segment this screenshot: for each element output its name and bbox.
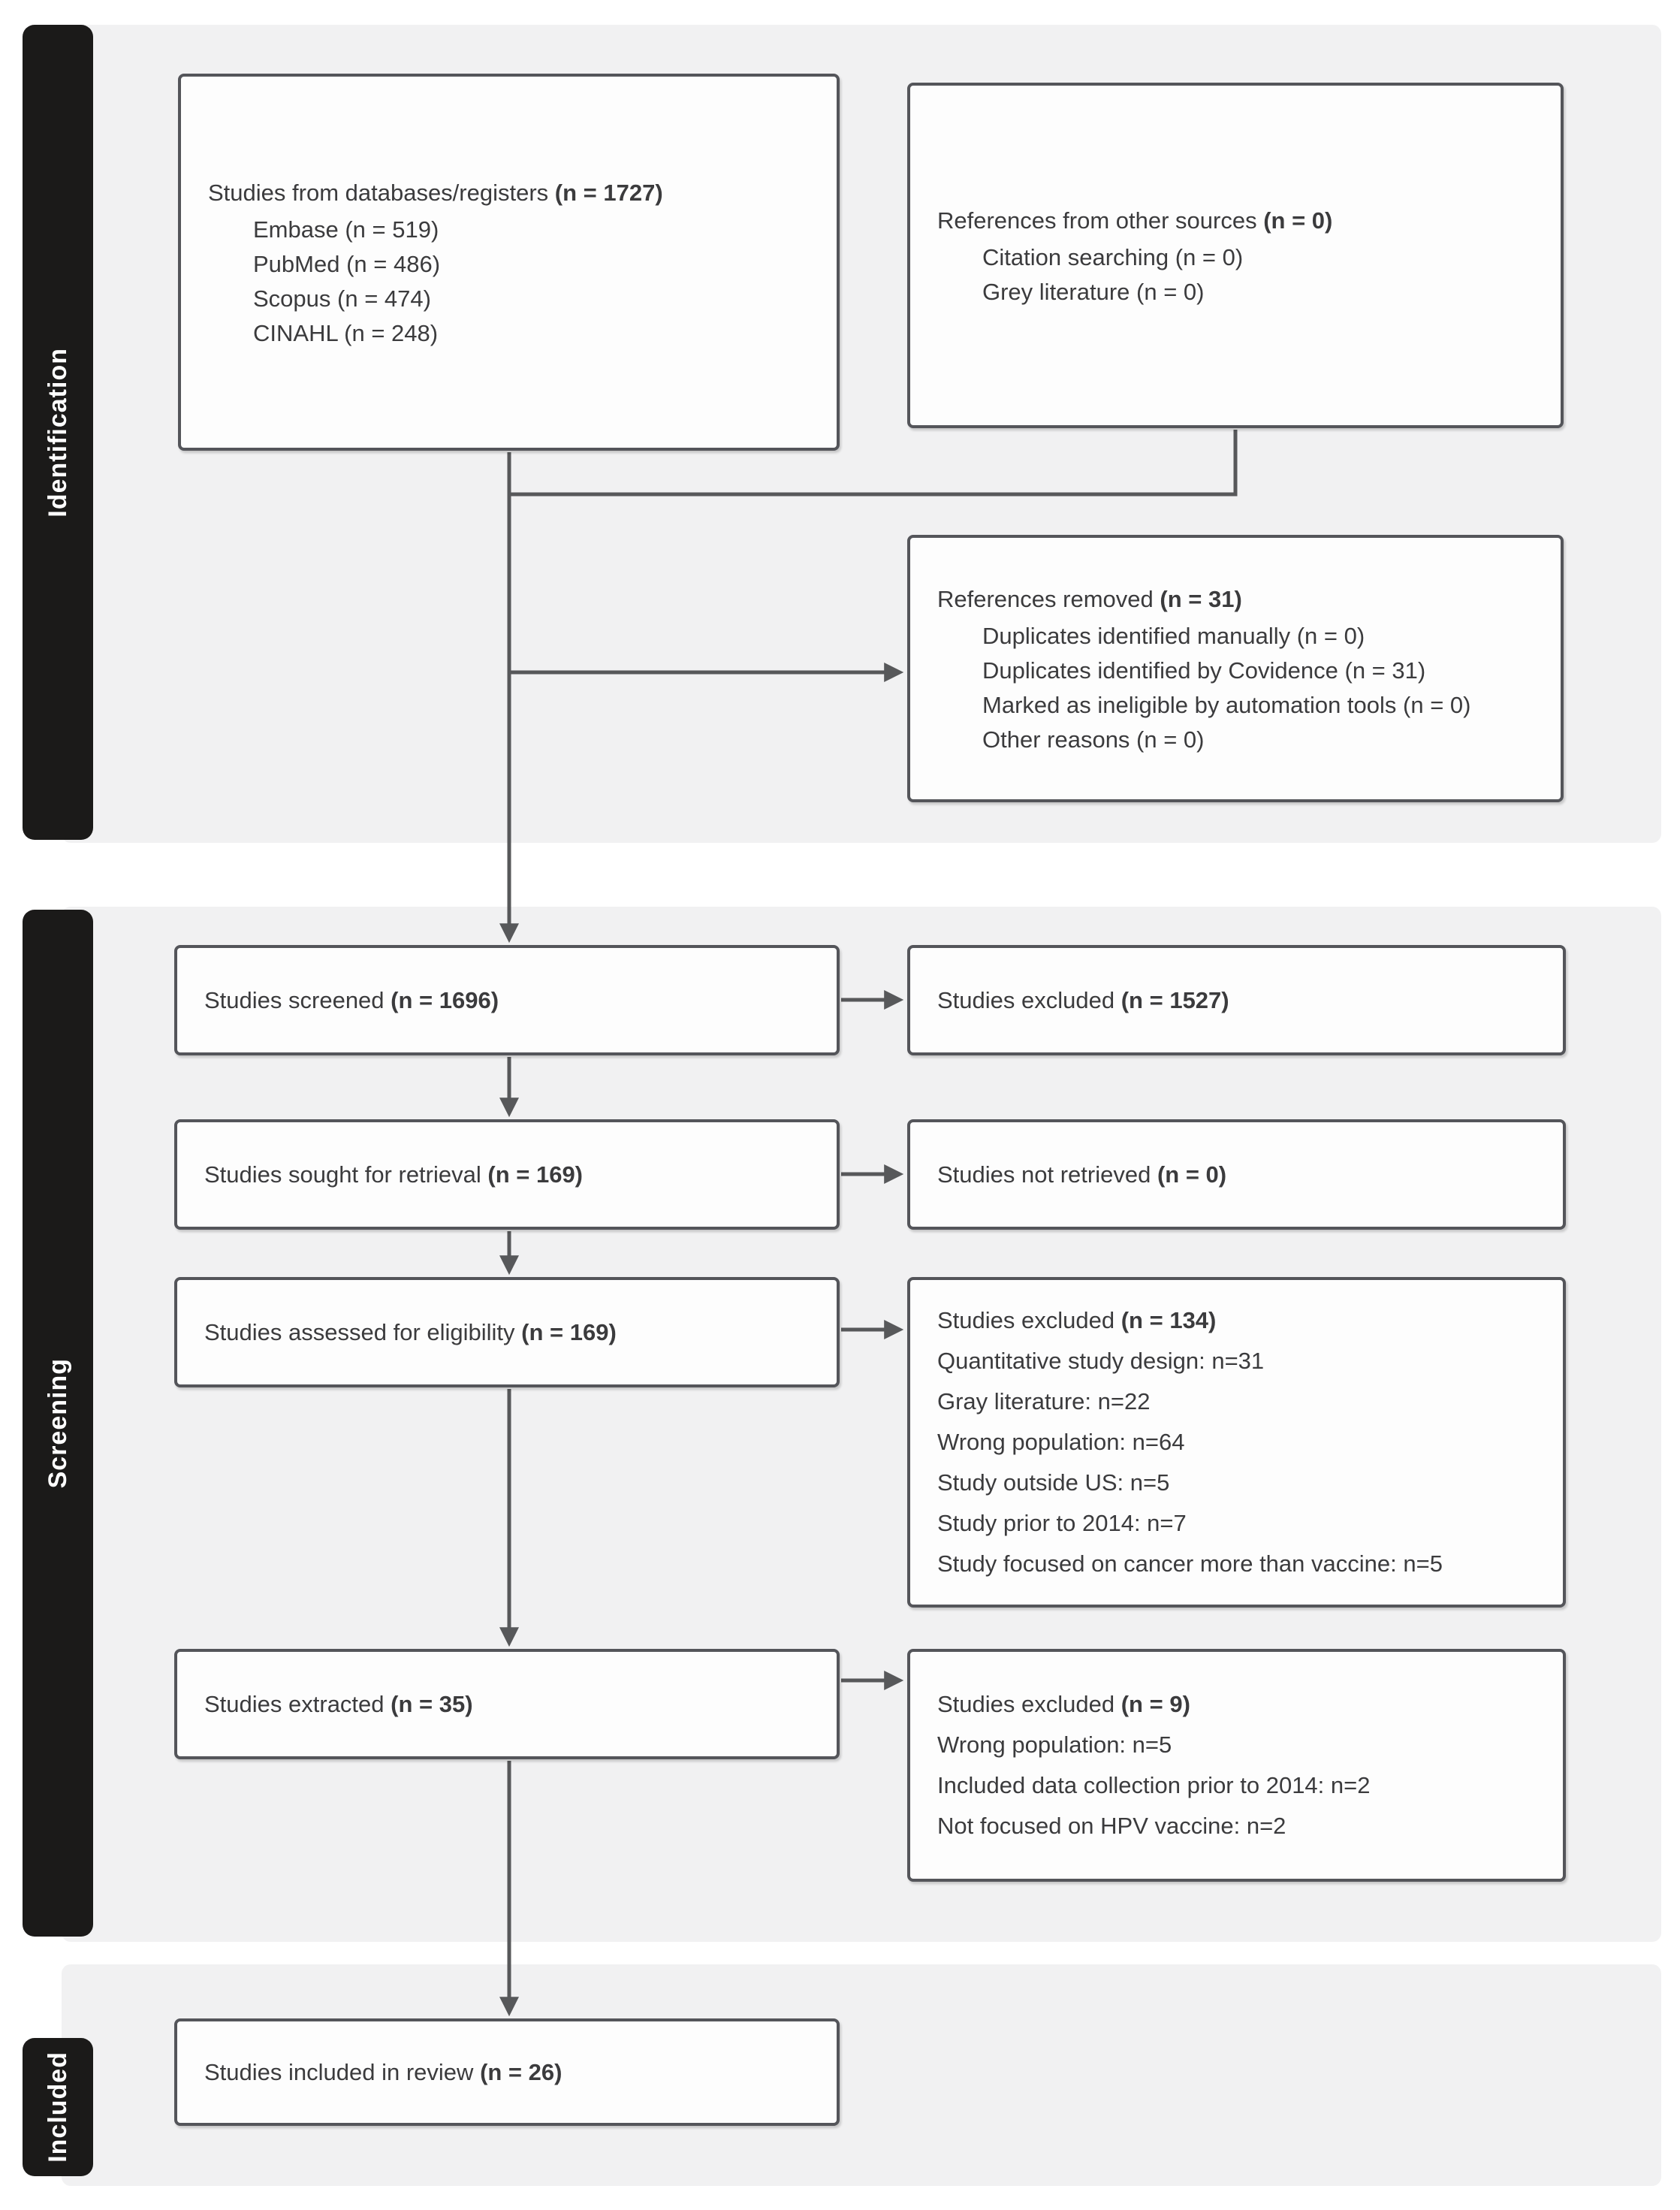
box-title-text: Studies assessed for eligibility [204, 1318, 515, 1345]
box-item: CINAHL (n = 248) [253, 320, 439, 346]
box-title: Studies extracted (n = 35) [204, 1685, 816, 1724]
box-title: Studies excluded (n = 134) [937, 1300, 1542, 1341]
box-title: References removed (n = 31) [937, 580, 1540, 619]
box-title: Studies included in review (n = 26) [204, 2053, 816, 2092]
stage-pill-screening: Screening [23, 910, 93, 1937]
exclusion-reason: Quantitative study design: n=31 [937, 1348, 1265, 1374]
box-studies-excluded-screening: Studies excluded (n = 1527) [907, 945, 1566, 1055]
box-studies-screened: Studies screened (n = 1696) [174, 945, 840, 1055]
connector-merge-other-sources [509, 430, 1238, 497]
box-title: Studies sought for retrieval (n = 169) [204, 1155, 816, 1194]
exclusion-reason: Wrong population: n=5 [937, 1731, 1172, 1758]
box-studies-excluded-extraction: Studies excluded (n = 9) Wrong populatio… [907, 1649, 1566, 1882]
box-title: References from other sources (n = 0) [937, 201, 1540, 240]
box-count: (n = 1696) [391, 986, 499, 1013]
box-item: Embase (n = 519) [253, 216, 439, 243]
box-item: Duplicates identified manually (n = 0) [982, 623, 1365, 649]
box-title-text: Studies screened [204, 986, 385, 1013]
box-references-other-sources: References from other sources (n = 0) Ci… [907, 83, 1564, 428]
exclusion-reason: Study prior to 2014: n=7 [937, 1510, 1187, 1536]
box-title: Studies assessed for eligibility (n = 16… [204, 1313, 816, 1352]
stage-pill-included: Included [23, 2038, 93, 2176]
box-count: (n = 1527) [1121, 986, 1229, 1013]
box-count: (n = 169) [521, 1318, 617, 1345]
box-studies-sought-retrieval: Studies sought for retrieval (n = 169) [174, 1119, 840, 1230]
stage-label-included: Included [43, 2051, 72, 2163]
box-studies-excluded-eligibility: Studies excluded (n = 134) Quantitative … [907, 1277, 1566, 1608]
exclusion-reason: Not focused on HPV vaccine: n=2 [937, 1813, 1286, 1839]
box-studies-extracted: Studies extracted (n = 35) [174, 1649, 840, 1759]
exclusion-reason: Gray literature: n=22 [937, 1388, 1151, 1414]
exclusion-reason: Study focused on cancer more than vaccin… [937, 1550, 1443, 1577]
stage-label-identification: Identification [43, 347, 72, 518]
box-item: Duplicates identified by Covidence (n = … [982, 657, 1426, 684]
box-count: (n = 35) [391, 1690, 473, 1717]
box-count: (n = 134) [1121, 1307, 1217, 1333]
box-title-text: Studies included in review [204, 2058, 474, 2085]
box-item: Other reasons (n = 0) [982, 726, 1205, 753]
box-title-text: References removed [937, 586, 1154, 612]
box-studies-included-review: Studies included in review (n = 26) [174, 2018, 840, 2126]
box-title-text: Studies extracted [204, 1690, 385, 1717]
box-count: (n = 0) [1157, 1161, 1227, 1188]
box-item: Grey literature (n = 0) [982, 279, 1205, 305]
box-count: (n = 1727) [554, 180, 663, 206]
exclusion-reason: Included data collection prior to 2014: … [937, 1772, 1371, 1798]
box-title-text: Studies excluded [937, 1691, 1115, 1717]
box-title: Studies from databases/registers (n = 17… [208, 174, 816, 213]
box-title-text: Studies excluded [937, 1307, 1115, 1333]
box-title-text: Studies excluded [937, 986, 1115, 1013]
box-count: (n = 9) [1121, 1691, 1190, 1717]
box-title-text: References from other sources [937, 207, 1257, 234]
box-item: Marked as ineligible by automation tools… [982, 692, 1471, 718]
exclusion-reason: Study outside US: n=5 [937, 1469, 1170, 1496]
box-count: (n = 26) [480, 2058, 563, 2085]
box-title: Studies screened (n = 1696) [204, 981, 816, 1020]
exclusion-reason: Wrong population: n=64 [937, 1429, 1185, 1455]
box-item: PubMed (n = 486) [253, 251, 441, 277]
box-title-text: Studies not retrieved [937, 1161, 1151, 1188]
box-count: (n = 0) [1263, 207, 1333, 234]
box-item: Scopus (n = 474) [253, 285, 431, 312]
box-title-text: Studies from databases/registers [208, 180, 549, 206]
stage-label-screening: Screening [43, 1357, 72, 1489]
box-title-text: Studies sought for retrieval [204, 1161, 481, 1188]
box-count: (n = 31) [1160, 586, 1242, 612]
box-title: Studies not retrieved (n = 0) [937, 1155, 1542, 1194]
box-item: Citation searching (n = 0) [982, 244, 1244, 270]
box-studies-from-databases: Studies from databases/registers (n = 17… [178, 74, 840, 451]
stage-pill-identification: Identification [23, 25, 93, 840]
box-title: Studies excluded (n = 9) [937, 1684, 1542, 1725]
box-studies-assessed-eligibility: Studies assessed for eligibility (n = 16… [174, 1277, 840, 1387]
box-references-removed: References removed (n = 31) Duplicates i… [907, 535, 1564, 802]
box-studies-not-retrieved: Studies not retrieved (n = 0) [907, 1119, 1566, 1230]
box-title: Studies excluded (n = 1527) [937, 981, 1542, 1020]
box-count: (n = 169) [487, 1161, 584, 1188]
